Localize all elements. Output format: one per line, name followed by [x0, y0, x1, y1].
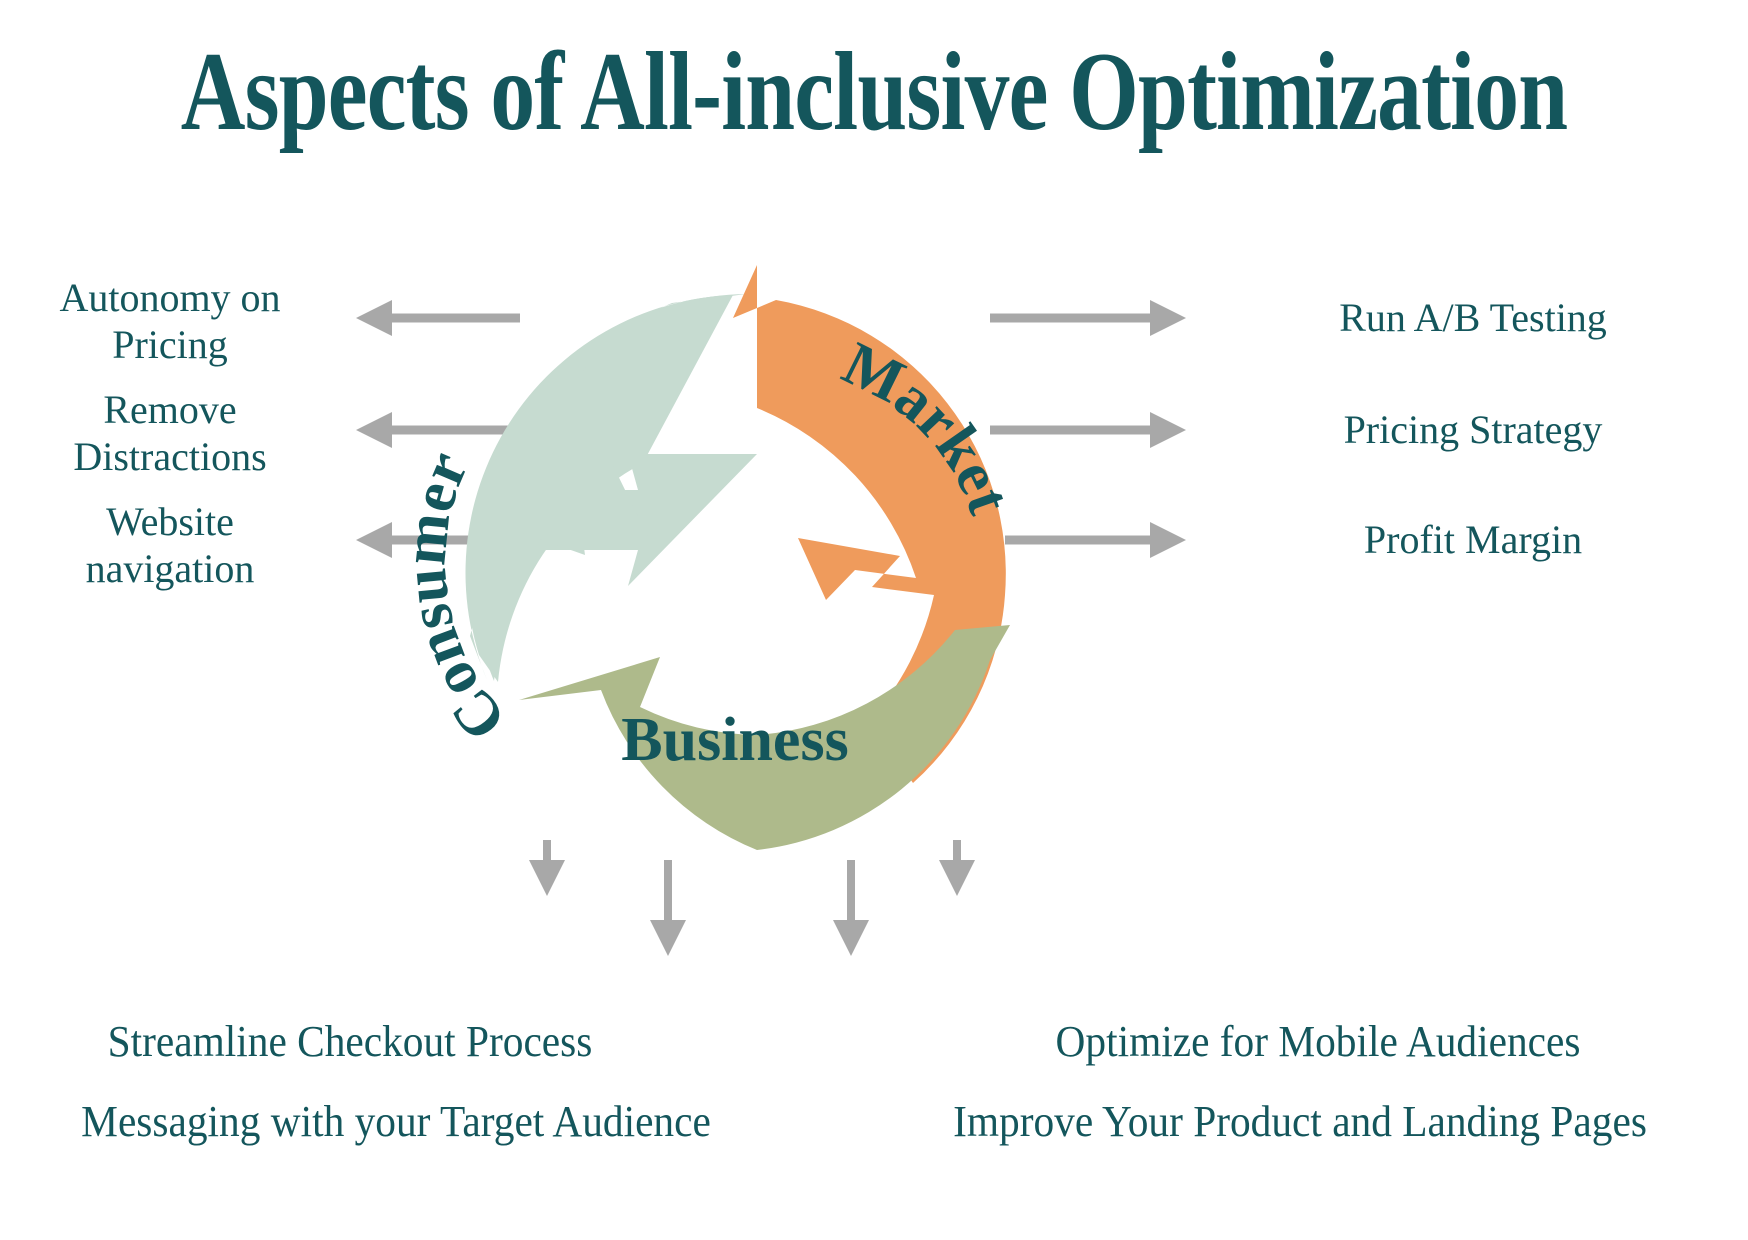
label-line: navigation [85, 546, 255, 592]
label-autonomy-on-pricing: Autonomy on Pricing [10, 274, 330, 368]
arrow-to-remove-distractions [356, 412, 520, 448]
label-line: Autonomy on [59, 275, 281, 320]
label-profit-margin: Profit Margin [1363, 517, 1583, 562]
consumer-wedge[interactable] [471, 294, 746, 681]
label-pricing-strategy: Pricing Strategy [1343, 407, 1603, 452]
label-streamline-checkout-process: Streamline Checkout Process [107, 1017, 593, 1066]
segment-label-business: Business [621, 706, 848, 774]
label-website-navigation: Website navigation [10, 498, 330, 592]
label-line: Distractions [73, 434, 267, 480]
page-title: Aspects of All-inclusive Optimization [180, 30, 1568, 154]
arrow-to-pricing-strategy [990, 412, 1186, 448]
label-run-ab-testing: Run A/B Testing [1339, 295, 1607, 340]
label-optimize-for-mobile-audiences: Optimize for Mobile Audiences [1055, 1017, 1581, 1066]
ring-segments-group [471, 265, 1010, 850]
arrow-to-improve-your-product-and-landing-pages [833, 860, 869, 956]
right-arrow-group [990, 300, 1186, 558]
bottom-arrow-group [529, 840, 975, 956]
label-line: Website [106, 499, 234, 544]
label-messaging-with-your-target-audience: Messaging with your Target Audience [81, 1097, 711, 1146]
arrow-to-run-ab-testing [990, 300, 1186, 336]
label-line: Pricing [112, 322, 228, 368]
label-line: Remove [103, 387, 237, 432]
left-arrow-group [356, 300, 520, 558]
arrow-to-streamline-checkout-process [529, 840, 565, 896]
arrow-to-profit-margin [1005, 522, 1186, 558]
label-remove-distractions: Remove Distractions [10, 386, 330, 480]
label-improve-your-product-and-landing-pages: Improve Your Product and Landing Pages [953, 1097, 1647, 1146]
arrow-to-autonomy-on-pricing [356, 300, 520, 336]
business-wedge[interactable] [519, 625, 1010, 850]
arrow-to-messaging-with-your-target-audience [650, 860, 686, 956]
arrow-to-optimize-for-mobile-audiences [939, 840, 975, 896]
